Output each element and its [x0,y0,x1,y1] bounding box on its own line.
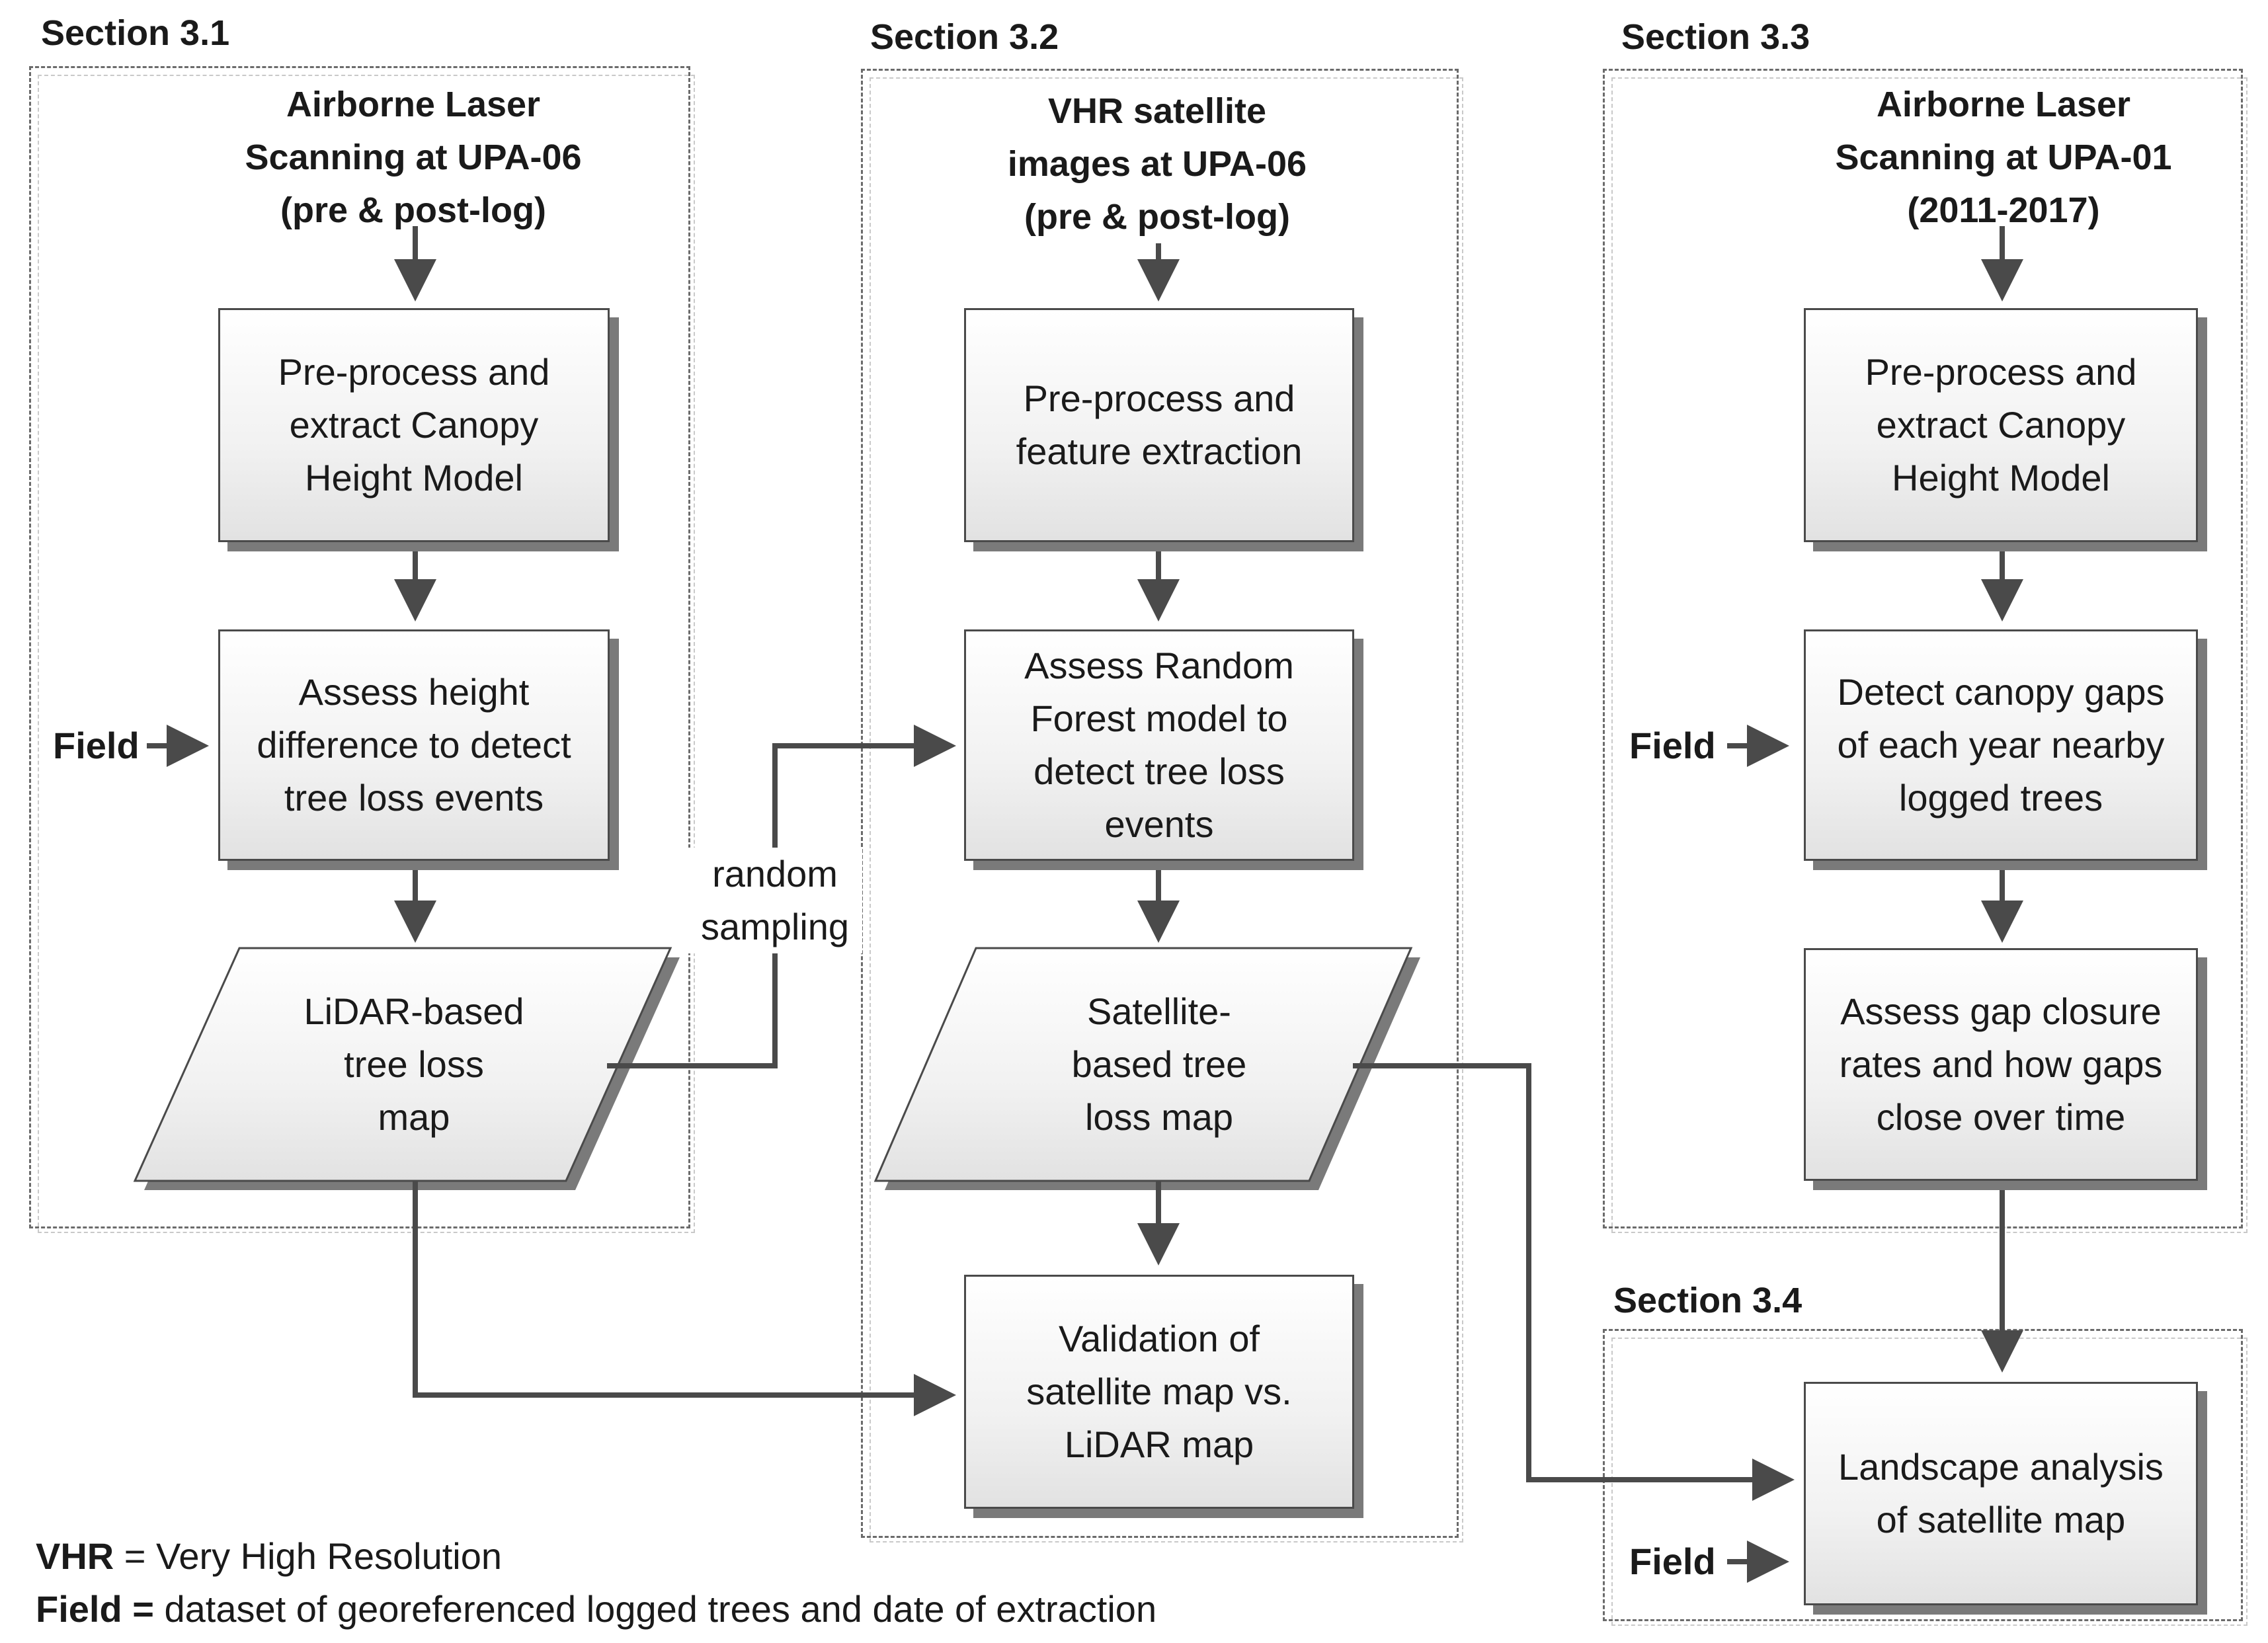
satellite-map-shape [873,947,1413,1182]
s31-preprocess-box: Pre-process and extract Canopy Height Mo… [218,308,610,542]
s32-assess-box: Assess Random Forest model to detect tre… [964,629,1354,861]
legend-vhr: VHR = Very High Resolution [36,1530,502,1583]
arrow-lidar-to-validation [413,1181,956,1416]
s31-assess-text: Assess height difference to detect tree … [257,671,571,819]
s34-landscape-box: Landscape analysis of satellite map [1804,1382,2198,1605]
s31-field-label: Field [53,725,140,766]
s33-assess-box: Assess gap closure rates and how gaps cl… [1804,948,2198,1181]
s31-assess-box: Assess height difference to detect tree … [218,629,610,861]
s32-validation-box: Validation of satellite map vs. LiDAR ma… [964,1275,1354,1509]
legend-field: Field = dataset of georeferenced logged … [36,1583,1156,1636]
s32-satellite-map-text: Satellite- based tree loss map [1071,990,1247,1138]
section-3-1-frame [29,66,695,1233]
section-3-2-frame [861,69,1463,1543]
s33-detect-text: Detect canopy gaps of each year nearby l… [1837,671,2165,819]
legend-field-definition: dataset of georeferenced logged trees an… [153,1588,1157,1630]
lidar-map-shape [133,947,672,1182]
section-3-1-heading: Airborne Laser Scanning at UPA-06 (pre &… [245,85,582,230]
s33-preprocess-text: Pre-process and extract Canopy Height Mo… [1865,351,2137,499]
s32-preprocess-text: Pre-process and feature extraction [1016,378,1303,472]
s32-validation-text: Validation of satellite map vs. LiDAR ma… [1026,1318,1292,1465]
s33-preprocess-box: Pre-process and extract Canopy Height Mo… [1804,308,2198,542]
section-3-3-title: Section 3.3 [1621,17,1810,57]
s32-assess-text: Assess Random Forest model to detect tre… [1024,645,1294,845]
section-3-4-title: Section 3.4 [1613,1281,1802,1320]
s33-field-label: Field [1629,725,1716,766]
arrow-satellite-to-landscape [1353,1063,1795,1501]
s33-assess-text: Assess gap closure rates and how gaps cl… [1839,990,2163,1138]
s34-landscape-text: Landscape analysis of satellite map [1838,1446,2164,1541]
random-sampling-label: random sampling [688,848,862,953]
section-3-3-heading: Airborne Laser Scanning at UPA-01 (2011-… [1835,85,2172,230]
legend-vhr-definition: = Very High Resolution [114,1535,503,1577]
legend-field-term: Field = [36,1588,154,1630]
section-3-1-title: Section 3.1 [41,13,230,53]
s31-preprocess-text: Pre-process and extract Canopy Height Mo… [278,351,550,499]
s31-lidar-map-text: LiDAR-based tree loss map [304,990,524,1138]
section-3-2-title: Section 3.2 [870,17,1059,57]
legend-vhr-term: VHR [36,1535,114,1577]
s32-preprocess-box: Pre-process and feature extraction [964,308,1354,542]
s34-field-label: Field [1629,1541,1716,1582]
section-3-3-frame [1603,69,2248,1233]
section-3-2-heading: VHR satellite images at UPA-06 (pre & po… [1007,91,1307,237]
s33-detect-box: Detect canopy gaps of each year nearby l… [1804,629,2198,861]
